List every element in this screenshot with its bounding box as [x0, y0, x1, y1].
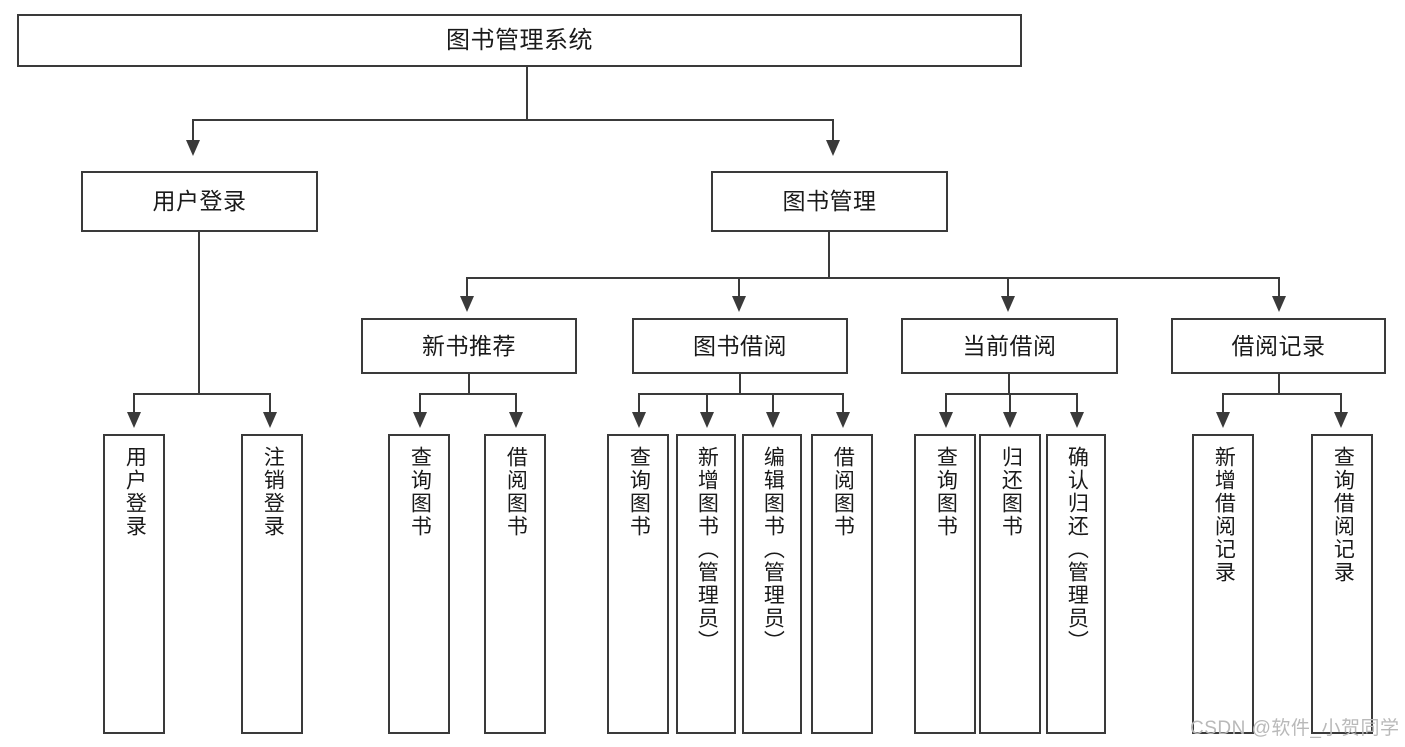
- arrow-root-to-user-login: [186, 140, 200, 156]
- node-label: 当前借阅: [962, 332, 1057, 359]
- node-book-borrow[interactable]: 图书借阅: [632, 318, 848, 374]
- arrow-user-login-leaf-1: [127, 412, 141, 428]
- node-user-login[interactable]: 用户登录: [81, 171, 318, 232]
- arrow-br-leaf-2: [1334, 412, 1348, 428]
- connector-cb-drop-3: [1076, 393, 1078, 419]
- node-label: 用户登录: [123, 446, 147, 538]
- node-new-book-recommend[interactable]: 新书推荐: [361, 318, 577, 374]
- connector-root-to-user-login: [192, 119, 194, 147]
- connector-cb-drop-2: [1009, 393, 1011, 419]
- node-label: 注销登录: [261, 446, 285, 538]
- node-borrow-record[interactable]: 借阅记录: [1171, 318, 1386, 374]
- connector-cb-stem: [1008, 374, 1010, 394]
- connector-book-management-stem: [828, 232, 830, 278]
- leaf-nbr-query-book[interactable]: 查询图书: [388, 434, 450, 734]
- node-label: 用户登录: [152, 188, 247, 215]
- connector-br-drop-2: [1340, 393, 1342, 419]
- connector-bb-drop-1: [638, 393, 640, 419]
- node-label: 借阅记录: [1231, 332, 1326, 359]
- arrow-bm-child-3: [1001, 296, 1015, 312]
- leaf-br-add-record[interactable]: 新增借阅记录: [1192, 434, 1254, 734]
- connector-br-bus: [1222, 393, 1342, 395]
- arrow-bm-child-4: [1272, 296, 1286, 312]
- leaf-cb-confirm-return-admin[interactable]: 确认归还（管理员）: [1046, 434, 1106, 734]
- arrow-nbr-leaf-1: [413, 412, 427, 428]
- arrow-bb-leaf-4: [836, 412, 850, 428]
- leaf-user-login[interactable]: 用户登录: [103, 434, 165, 734]
- connector-cb-bus: [945, 393, 1078, 395]
- arrow-bm-child-2: [732, 296, 746, 312]
- connector-bb-drop-3: [772, 393, 774, 419]
- connector-nbr-drop-2: [515, 393, 517, 419]
- connector-bm-drop-4: [1278, 277, 1280, 303]
- arrow-bb-leaf-1: [632, 412, 646, 428]
- connector-user-login-drop-2: [269, 393, 271, 419]
- node-label: 借阅图书: [504, 446, 528, 538]
- connector-br-stem: [1278, 374, 1280, 394]
- node-label: 新书推荐: [422, 332, 516, 359]
- arrow-bm-child-1: [460, 296, 474, 312]
- node-label: 图书借阅: [693, 332, 787, 359]
- node-label: 归还图书: [999, 446, 1023, 538]
- arrow-bb-leaf-3: [766, 412, 780, 428]
- arrow-nbr-leaf-2: [509, 412, 523, 428]
- leaf-cb-query-book[interactable]: 查询图书: [914, 434, 976, 734]
- node-label: 查询借阅记录: [1331, 446, 1355, 584]
- leaf-bb-add-book-admin[interactable]: 新增图书（管理员）: [676, 434, 736, 734]
- connector-bb-stem: [739, 374, 741, 394]
- connector-bb-drop-2: [706, 393, 708, 419]
- arrow-cb-leaf-3: [1070, 412, 1084, 428]
- connector-bm-drop-3: [1007, 277, 1009, 303]
- node-label: 编辑图书（管理员）: [761, 446, 785, 653]
- leaf-br-query-record[interactable]: 查询借阅记录: [1311, 434, 1373, 734]
- node-label: 查询图书: [408, 446, 432, 538]
- node-book-management[interactable]: 图书管理: [711, 171, 948, 232]
- leaf-bb-edit-book-admin[interactable]: 编辑图书（管理员）: [742, 434, 802, 734]
- connector-nbr-bus: [419, 393, 517, 395]
- leaf-bb-query-book[interactable]: 查询图书: [607, 434, 669, 734]
- arrow-user-login-leaf-2: [263, 412, 277, 428]
- node-label: 查询图书: [934, 446, 958, 538]
- connector-user-login-bus: [133, 393, 271, 395]
- connector-nbr-drop-1: [419, 393, 421, 419]
- connector-nbr-stem: [468, 374, 470, 394]
- leaf-bb-borrow-book[interactable]: 借阅图书: [811, 434, 873, 734]
- arrow-cb-leaf-2: [1003, 412, 1017, 428]
- connector-root-to-book-management: [832, 119, 834, 147]
- arrow-cb-leaf-1: [939, 412, 953, 428]
- connector-bm-drop-1: [466, 277, 468, 303]
- arrow-bb-leaf-2: [700, 412, 714, 428]
- node-root-book-management-system[interactable]: 图书管理系统: [17, 14, 1022, 67]
- node-current-borrow[interactable]: 当前借阅: [901, 318, 1118, 374]
- arrow-br-leaf-1: [1216, 412, 1230, 428]
- connector-br-drop-1: [1222, 393, 1224, 419]
- connector-bm-drop-2: [738, 277, 740, 303]
- connector-root-stem: [526, 67, 528, 120]
- connector-bb-drop-4: [842, 393, 844, 419]
- leaf-cb-return-book[interactable]: 归还图书: [979, 434, 1041, 734]
- connector-user-login-drop-1: [133, 393, 135, 419]
- node-label: 确认归还（管理员）: [1065, 446, 1089, 653]
- connector-cb-drop-1: [945, 393, 947, 419]
- leaf-nbr-borrow-book[interactable]: 借阅图书: [484, 434, 546, 734]
- connector-book-management-bus: [466, 277, 1280, 279]
- node-label: 图书管理: [782, 188, 877, 215]
- node-label: 图书管理系统: [446, 26, 593, 54]
- node-label: 新增借阅记录: [1212, 446, 1236, 584]
- node-label: 借阅图书: [831, 446, 855, 538]
- connector-bb-bus: [638, 393, 844, 395]
- leaf-logout[interactable]: 注销登录: [241, 434, 303, 734]
- connector-root-bus: [192, 119, 834, 121]
- node-label: 查询图书: [627, 446, 651, 538]
- node-label: 新增图书（管理员）: [695, 446, 719, 653]
- arrow-root-to-book-management: [826, 140, 840, 156]
- connector-user-login-stem: [198, 232, 200, 394]
